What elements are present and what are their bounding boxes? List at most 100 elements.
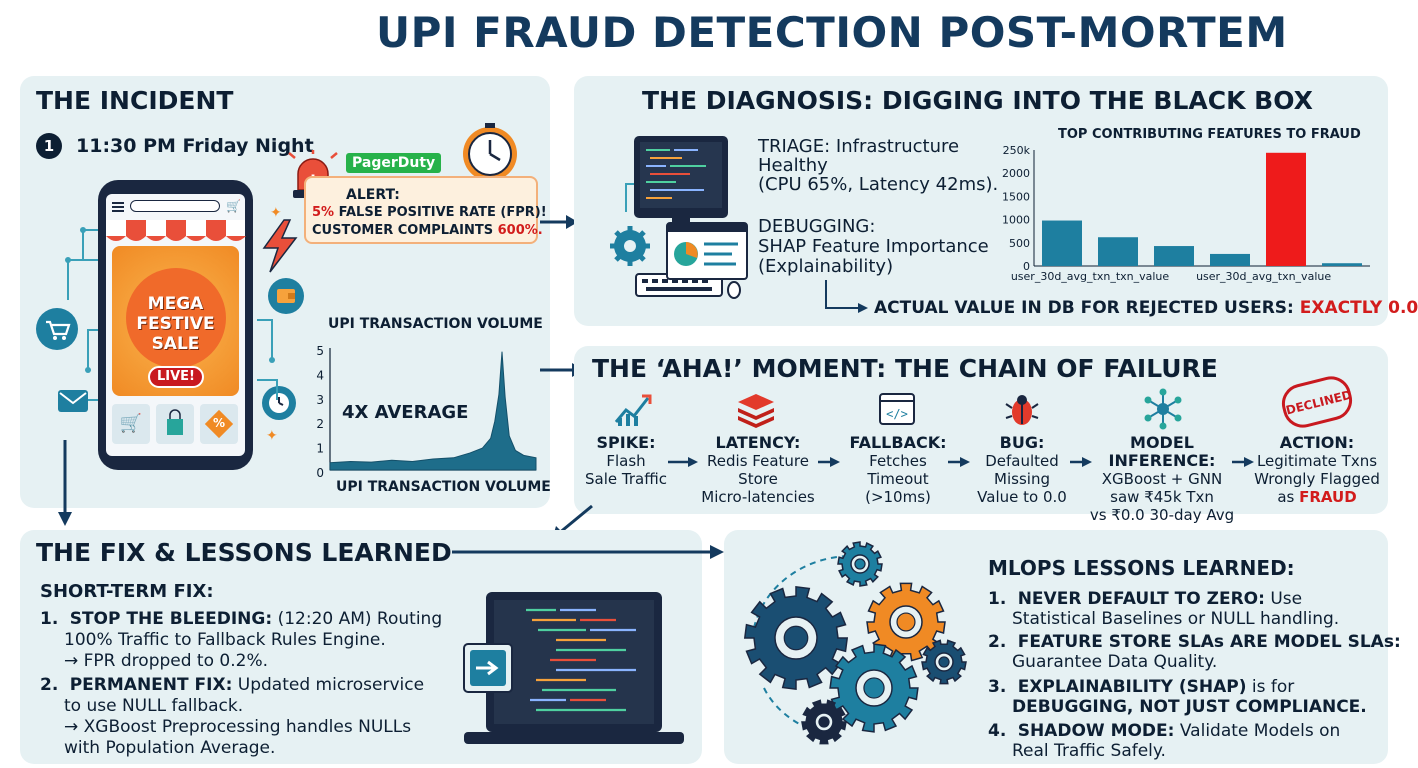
sale-line3: SALE [151,334,200,354]
fix-item1-line2: 100% Traffic to Fallback Rules Engine. [64,630,386,650]
phone-illustration: 🛒 MEGA FESTIVE SALE LIVE! 🛒 % [98,180,253,470]
shap-screen-icon [666,222,748,280]
y-tick-label: 1000 [1002,214,1030,227]
fix-item1-line1: 1. STOP THE BLEEDING: (12:20 AM) Routing [40,609,443,629]
y-tick-label: 250k [1003,144,1031,157]
gears-illustration [743,541,967,745]
wallet-icon [268,278,304,314]
timer-icon [262,386,296,420]
diagnosis-title: THE DIAGNOSIS: DIGGING INTO THE BLACK BO… [642,86,1313,115]
incident-time: 11:30 PM Friday Night [76,135,314,157]
gear-icon [921,639,967,685]
lesson-item-line2: Real Traffic Safely. [1012,741,1166,761]
debug-line3: (Explainability) [758,256,894,277]
volume-area [329,351,537,471]
debug-line1: DEBUGGING: [758,216,876,237]
y-tick-label: 1 [316,442,324,456]
bar-2 [1154,246,1194,266]
alert-label: ALERT: [346,187,400,203]
gear-icon [743,585,849,691]
lesson-item-line2: DEBUGGING, NOT JUST COMPLIANCE. [1012,697,1367,717]
percent-tile: % [200,404,238,444]
y-tick-label: 3 [316,393,324,407]
x-tick-label: user_30d_avg_txn_txn_value [1011,270,1170,283]
mail-icon [58,390,88,412]
bar-3 [1210,253,1250,266]
dashed-arc [763,687,845,739]
chain-step-action: ACTION: Legitimate Txns Wrongly Flagged … [1254,433,1380,507]
fix-item2-line1: 2. PERMANENT FIX: Updated microservice [40,675,425,695]
chain-step-fallback: FALLBACK: Fetches Timeout (>10ms) [849,433,947,507]
alert-line2: CUSTOMER COMPLAINTS 600%. [312,223,543,238]
live-badge: LIVE! [148,366,204,388]
triage-line2: Healthy [758,155,828,176]
step-number-badge: 1 [36,133,62,159]
lightning-icon [262,219,298,273]
alert-box [304,176,538,244]
svg-text:</>: </> [886,407,908,421]
volume-chart-title: UPI TRANSACTION VOLUME [328,316,543,332]
bar-4 [1266,152,1306,266]
y-tick-label: 2000 [1002,167,1030,180]
gear-icon [829,643,919,733]
pagerduty-badge: PagerDuty [346,153,442,173]
incident-title: THE INCIDENT [36,86,234,115]
lesson-item: 3. EXPLAINABILITY (SHAP) is for [988,677,1295,697]
volume-chart-xlabel: UPI TRANSACTION VOLUME [336,479,551,495]
lesson-item: 1. NEVER DEFAULT TO ZERO: Use [988,589,1303,609]
triage-line1: TRIAGE: Infrastructure [758,136,960,157]
clock-icon [463,123,517,181]
sparkle-icon: ✦ [266,428,278,444]
arrow-to-diagnosis [540,215,578,229]
chain-step-bug: BUG: Defaulted Missing Value to 0.0 [977,433,1067,507]
menu-icon [112,202,124,204]
bar-5 [1322,263,1362,266]
code-window-icon: </> [879,393,915,425]
sale-line2: FESTIVE [136,314,215,334]
cart-mini-icon: 🛒 [226,199,241,213]
awning [106,220,246,241]
shopping-cart-icon [36,308,78,350]
step-number: 1 [43,137,55,155]
arrow-fix-to-lessons [452,545,724,559]
y-tick-label: 0 [1023,260,1030,273]
y-tick-label: 4 [316,368,324,382]
gear-icon [801,699,847,745]
lesson-item: 2. FEATURE STORE SLAs ARE MODEL SLAs: [988,632,1401,652]
feature-chart: 0500100015002000250kuser_30d_avg_txn_txn… [1002,144,1370,283]
y-tick-label: 5 [316,344,324,358]
sale-line1: MEGA [147,294,204,314]
feature-chart-title: TOP CONTRIBUTING FEATURES TO FRAUD [1058,127,1361,142]
bar-1 [1098,237,1138,266]
lesson-item-line2: Guarantee Data Quality. [1012,652,1218,672]
volume-chart-annotation: 4X AVERAGE [342,402,469,423]
actual-value-text: ACTUAL VALUE IN DB FOR REJECTED USERS: E… [874,298,1418,318]
y-tick-label: 2 [316,417,324,431]
aha-title: THE ‘AHA!’ MOMENT: THE CHAIN OF FAILURE [592,354,1218,383]
circuit-lines-left [65,227,108,401]
fix-item2-line3: → XGBoost Preprocessing handles NULLs [64,717,412,737]
alert-line1: 5% FALSE POSITIVE RATE (FPR)! [312,205,547,220]
neural-network-icon [1144,388,1182,430]
fix-item2-line4: with Population Average. [64,738,276,758]
lesson-item-line2: Statistical Baselines or NULL handling. [1012,609,1340,629]
bug-icon [1005,395,1039,425]
lessons-title: MLOPS LESSONS LEARNED: [988,556,1295,580]
triage-line3: (CPU 65%, Latency 42ms). [758,174,999,195]
chain-arrows [668,457,1254,467]
fix-item2-line2: to use NULL fallback. [64,696,244,716]
page-title: UPI FRAUD DETECTION POST-MORTEM [376,8,1288,57]
aha-panel [574,346,1388,514]
gear-icon [866,582,946,662]
debug-arrow [825,280,868,313]
spike-chart-icon [614,394,652,426]
bar-0 [1042,220,1082,266]
fix-title: THE FIX & LESSONS LEARNED [36,538,452,567]
bag-tile [156,404,194,444]
computer-illustration [610,136,741,299]
arrow-down-to-fix [58,440,72,526]
debug-line2: SHAP Feature Importance [758,236,989,257]
short-term-heading: SHORT-TERM FIX: [40,581,214,602]
lesson-item: 4. SHADOW MODE: Validate Models on [988,721,1341,741]
